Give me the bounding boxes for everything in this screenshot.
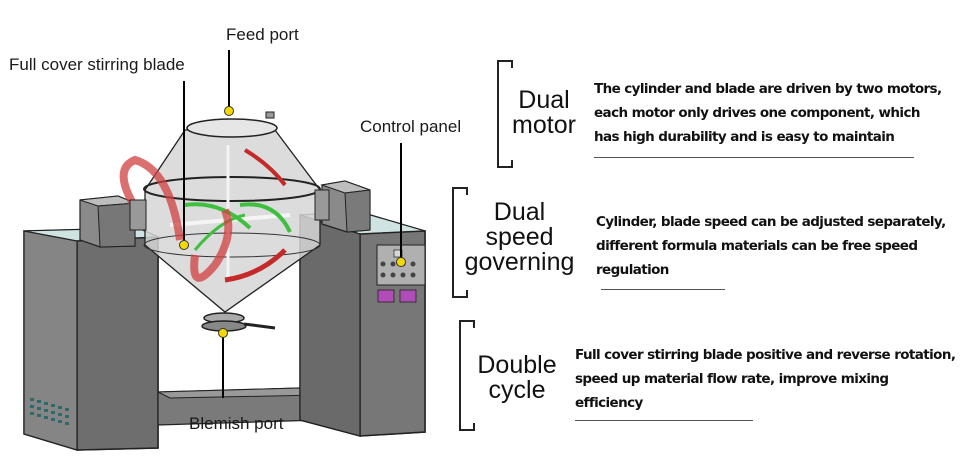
feature-description: The cylinder and blade are driven by two… bbox=[594, 77, 942, 149]
feed-port-leader-line bbox=[228, 50, 230, 110]
mixer-machine-illustration bbox=[23, 111, 426, 451]
feature-title-line: Double bbox=[477, 351, 557, 379]
left-motor-box bbox=[79, 195, 136, 248]
feature-description-line: has high durability and is easy to maint… bbox=[594, 129, 895, 145]
feature-title-line: speed bbox=[485, 223, 554, 251]
feature-divider bbox=[575, 420, 753, 421]
feature-title-line: governing bbox=[464, 248, 575, 276]
blemish-port-leader-line bbox=[222, 336, 224, 398]
feature-title-line: Dual bbox=[518, 86, 570, 114]
feature-title-line: Dual bbox=[493, 198, 546, 226]
feature-description-line: speed up material flow rate, improve mix… bbox=[575, 371, 889, 387]
mixing-vessel bbox=[119, 111, 330, 332]
bracket-icon bbox=[497, 60, 513, 168]
control-panel-label: Control panel bbox=[360, 117, 462, 136]
control-panel-leader-line bbox=[400, 143, 402, 261]
feature-description-line: The cylinder and blade are driven by two… bbox=[594, 81, 942, 97]
feature-description-line: different formula materials can be free … bbox=[596, 238, 918, 254]
blemish-port-label: Blemish port bbox=[189, 414, 284, 433]
feature-title: Dual speed governing bbox=[452, 200, 587, 275]
blemish-port-marker-icon bbox=[218, 328, 228, 338]
feature-divider bbox=[594, 157, 914, 158]
control-panel-marker-icon bbox=[396, 257, 406, 267]
feature-divider bbox=[601, 289, 725, 290]
bracket-icon bbox=[459, 320, 475, 431]
bracket-icon bbox=[452, 187, 468, 298]
feature-description: Full cover stirring blade positive and r… bbox=[575, 343, 956, 415]
feed-port-label: Feed port bbox=[226, 25, 299, 44]
feed-port-marker-icon bbox=[224, 106, 234, 116]
right-cabinet bbox=[299, 211, 426, 437]
feature-title: Dual motor bbox=[502, 88, 586, 138]
feature-title-line: motor bbox=[512, 111, 576, 139]
feature-description: Cylinder, blade speed can be adjusted se… bbox=[596, 210, 946, 282]
feature-description-line: each motor only drives one component, wh… bbox=[594, 105, 920, 121]
feature-description-line: Cylinder, blade speed can be adjusted se… bbox=[596, 214, 946, 230]
stirring-blade-leader-line bbox=[183, 81, 185, 241]
stirring-blade-label: Full cover stirring blade bbox=[9, 55, 185, 74]
feature-description-line: regulation bbox=[596, 262, 669, 278]
feature-description-line: Full cover stirring blade positive and r… bbox=[575, 347, 956, 363]
left-cabinet bbox=[23, 227, 159, 451]
right-motor-box bbox=[320, 180, 371, 233]
feature-title: Double cycle bbox=[466, 353, 568, 403]
stirring-blade-marker-icon bbox=[179, 240, 189, 250]
feature-title-line: cycle bbox=[488, 376, 546, 404]
feature-description-line: efficiency bbox=[575, 395, 643, 411]
